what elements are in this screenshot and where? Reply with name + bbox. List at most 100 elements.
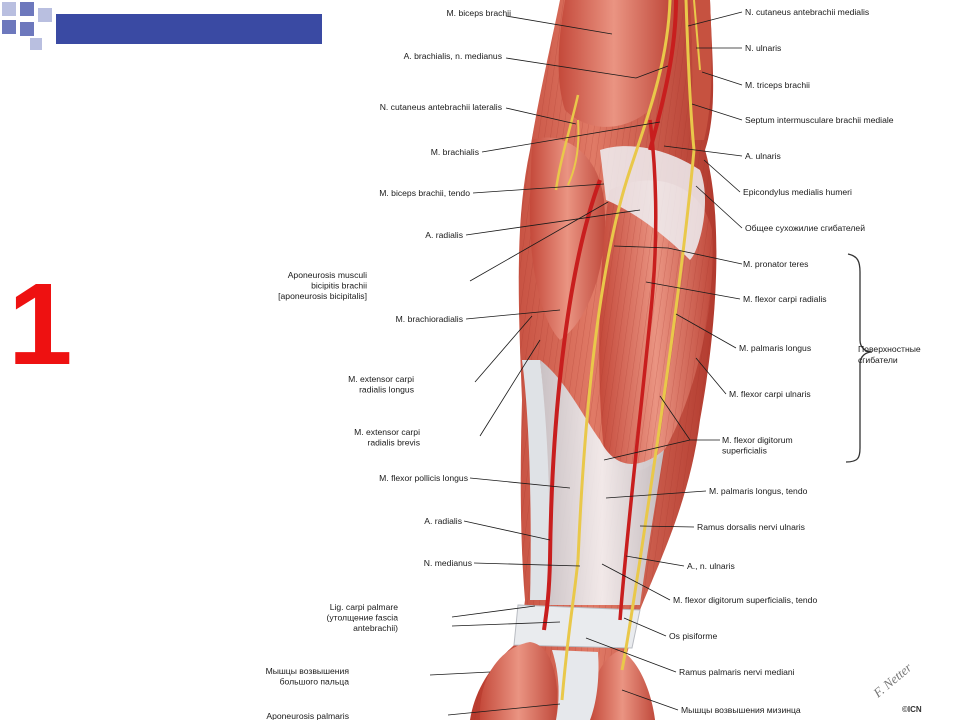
- right-label-line: Ramus palmaris nervi mediani: [679, 667, 795, 677]
- left-label-line: N. medianus: [424, 558, 472, 568]
- superficial-flexors-brace: [845, 253, 873, 463]
- right-label-group: N. cutaneus antebrachii medialis N. ulnar…: [669, 7, 894, 715]
- left-label: A. brachialis, n. medianus: [404, 51, 502, 61]
- right-label-line: A. ulnaris: [745, 151, 781, 161]
- right-label-line: Общее сухожилие сгибателей: [745, 223, 865, 233]
- left-label-line: большого пальца: [280, 676, 350, 686]
- left-label-group: M. biceps brachii A. brachialis, n. media…: [266, 8, 512, 720]
- right-leader-lines: [585, 11, 743, 711]
- left-label: A. radialis: [425, 230, 463, 240]
- right-label-line: A., n. ulnaris: [687, 561, 735, 571]
- right-label: Мышцы возвышения мизинца: [681, 705, 801, 715]
- left-label: N. cutaneus antebrachii lateralis: [380, 102, 502, 112]
- slide-number: 1: [8, 259, 73, 389]
- left-label-line: radialis longus: [359, 384, 414, 394]
- left-label-line: M. extensor carpi: [354, 427, 420, 437]
- right-label: M. pronator teres: [743, 259, 808, 269]
- left-label-line: N. cutaneus antebrachii lateralis: [380, 102, 502, 112]
- left-label: A. radialis: [424, 516, 462, 526]
- right-label-line: M. flexor digitorum superficialis, tendo: [673, 595, 817, 605]
- left-label: M. brachioradialis: [396, 314, 463, 324]
- right-label: Общее сухожилие сгибателей: [745, 223, 865, 233]
- right-label-line: N. cutaneus antebrachii medialis: [745, 7, 869, 17]
- copyright-mark: ©ICN: [902, 705, 922, 714]
- left-label-line: Aponeurosis palmaris: [266, 711, 349, 720]
- left-label: M. flexor pollicis longus: [379, 473, 468, 483]
- superficial-flexors-label-line: Поверхностные: [858, 344, 921, 354]
- left-label-line: (утолщение fascia: [326, 612, 398, 622]
- left-label-line: Lig. carpi palmare: [330, 602, 399, 612]
- right-label-line: Os pisiforme: [669, 631, 717, 641]
- left-label-line: M. extensor carpi: [348, 374, 414, 384]
- left-label-line: M. biceps brachii, tendo: [379, 188, 470, 198]
- right-label: M. flexor carpi radialis: [743, 294, 827, 304]
- deco-square: [20, 22, 34, 36]
- lateral-cutaneous-nerve-branch: [567, 119, 580, 186]
- right-label: M. flexor digitorum superficialis, tendo: [673, 595, 817, 605]
- right-label: M. triceps brachii: [745, 80, 810, 90]
- right-label: N. ulnaris: [745, 43, 781, 53]
- right-label: Septum intermusculare brachii mediale: [745, 115, 894, 125]
- right-label: M. palmaris longus: [739, 343, 811, 353]
- left-label-line: [aponeurosis bicipitalis]: [278, 291, 367, 301]
- deco-square: [38, 8, 52, 22]
- right-label: Ramus dorsalis nervi ulnaris: [697, 522, 805, 532]
- lateral-tendon-sheath: [522, 360, 550, 600]
- left-label-line: A. radialis: [425, 230, 463, 240]
- right-label-line: M. flexor digitorum: [722, 435, 793, 445]
- deco-square: [2, 2, 16, 16]
- left-label: N. medianus: [424, 558, 472, 568]
- artist-signature: F. Netter: [870, 659, 916, 701]
- right-label: Epicondylus medialis humeri: [743, 187, 852, 197]
- right-label: A., n. ulnaris: [687, 561, 735, 571]
- right-label-line: M. flexor carpi radialis: [743, 294, 827, 304]
- left-label-line: Мышцы возвышения: [266, 666, 350, 676]
- right-label: Os pisiforme: [669, 631, 717, 641]
- right-label-line: Septum intermusculare brachii mediale: [745, 115, 894, 125]
- left-label-line: M. brachioradialis: [396, 314, 463, 324]
- bicipital-aponeurosis: [600, 146, 706, 260]
- left-label: M. biceps brachii: [447, 8, 512, 18]
- right-label-line: M. flexor carpi ulnaris: [729, 389, 811, 399]
- deco-square: [2, 20, 16, 34]
- right-label-line: Ramus dorsalis nervi ulnaris: [697, 522, 805, 532]
- left-label-line: M. brachialis: [431, 147, 479, 157]
- left-label: M. brachialis: [431, 147, 479, 157]
- left-label-line: A. radialis: [424, 516, 462, 526]
- right-label-line: superficialis: [722, 445, 767, 455]
- left-label-line: M. flexor pollicis longus: [379, 473, 468, 483]
- right-label: Ramus palmaris nervi mediani: [679, 667, 795, 677]
- median-nerve: [560, 0, 672, 701]
- superficial-flexors-label-line: сгибатели: [858, 355, 898, 365]
- right-label-line: N. ulnaris: [745, 43, 781, 53]
- hypothenar-eminence: [589, 650, 655, 720]
- left-leader-lines: [429, 15, 669, 716]
- brachial-artery: [648, 0, 678, 151]
- palmar-aponeurosis: [552, 650, 599, 720]
- right-label-line: Мышцы возвышения мизинца: [681, 705, 801, 715]
- cutaneous-nerve-medial: [693, 0, 701, 71]
- slide-title-decoration: [2, 2, 322, 50]
- left-label: M. biceps brachii, tendo: [379, 188, 470, 198]
- right-label-line: M. palmaris longus, tendo: [709, 486, 808, 496]
- left-label-line: A. brachialis, n. medianus: [404, 51, 502, 61]
- deco-square: [20, 2, 34, 16]
- deco-title-bar: [56, 14, 322, 44]
- left-label-line: M. biceps brachii: [447, 8, 512, 18]
- left-label-line: antebrachii): [353, 623, 398, 633]
- right-label-line: M. triceps brachii: [745, 80, 810, 90]
- left-label: Aponeurosis palmaris: [266, 711, 349, 720]
- right-label: M. flexor carpi ulnaris: [729, 389, 811, 399]
- biceps-muscle: [558, 0, 670, 127]
- ulnar-artery: [618, 119, 658, 621]
- left-label-line: Aponeurosis musculi: [288, 270, 367, 280]
- left-label-line: bicipitis brachii: [311, 280, 367, 290]
- lateral-cutaneous-nerve: [554, 94, 580, 191]
